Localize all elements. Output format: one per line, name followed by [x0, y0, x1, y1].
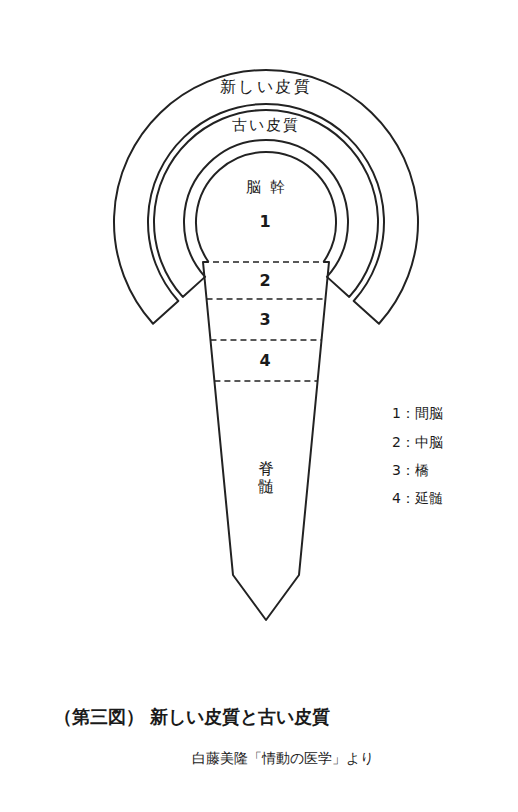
- region-label: 脊髄: [258, 460, 274, 495]
- key-entry: 3：橋: [392, 462, 429, 479]
- segment-divider: [214, 380, 317, 382]
- segment-divider: [207, 298, 326, 300]
- callout-number: 1: [259, 212, 270, 231]
- segment-divider: [203, 261, 329, 263]
- brainstem-circle: 脳幹: [196, 152, 336, 262]
- outline-path: [114, 70, 418, 324]
- band-label: 新しい皮質: [220, 77, 312, 96]
- outline-path: [203, 262, 329, 620]
- key-entry: 2：中脳: [392, 434, 443, 451]
- callout-number: 4: [259, 351, 270, 370]
- key-entry: 1：間脳: [392, 405, 443, 422]
- figure-caption: （第三図） 新しい皮質と古い皮質: [54, 706, 330, 728]
- segment-divider: [210, 339, 321, 341]
- outline-path: [196, 152, 336, 262]
- source-note: 白藤美隆「情動の医学」より: [192, 750, 374, 767]
- callout-number: 2: [259, 271, 270, 290]
- callout-number: 3: [259, 310, 270, 329]
- key-entry: 4：延髄: [392, 490, 443, 507]
- region-label: 脳幹: [246, 178, 294, 196]
- band-label: 古い皮質: [232, 116, 301, 134]
- brainstem-circle-outline: [196, 152, 336, 262]
- outline-path: [154, 110, 378, 297]
